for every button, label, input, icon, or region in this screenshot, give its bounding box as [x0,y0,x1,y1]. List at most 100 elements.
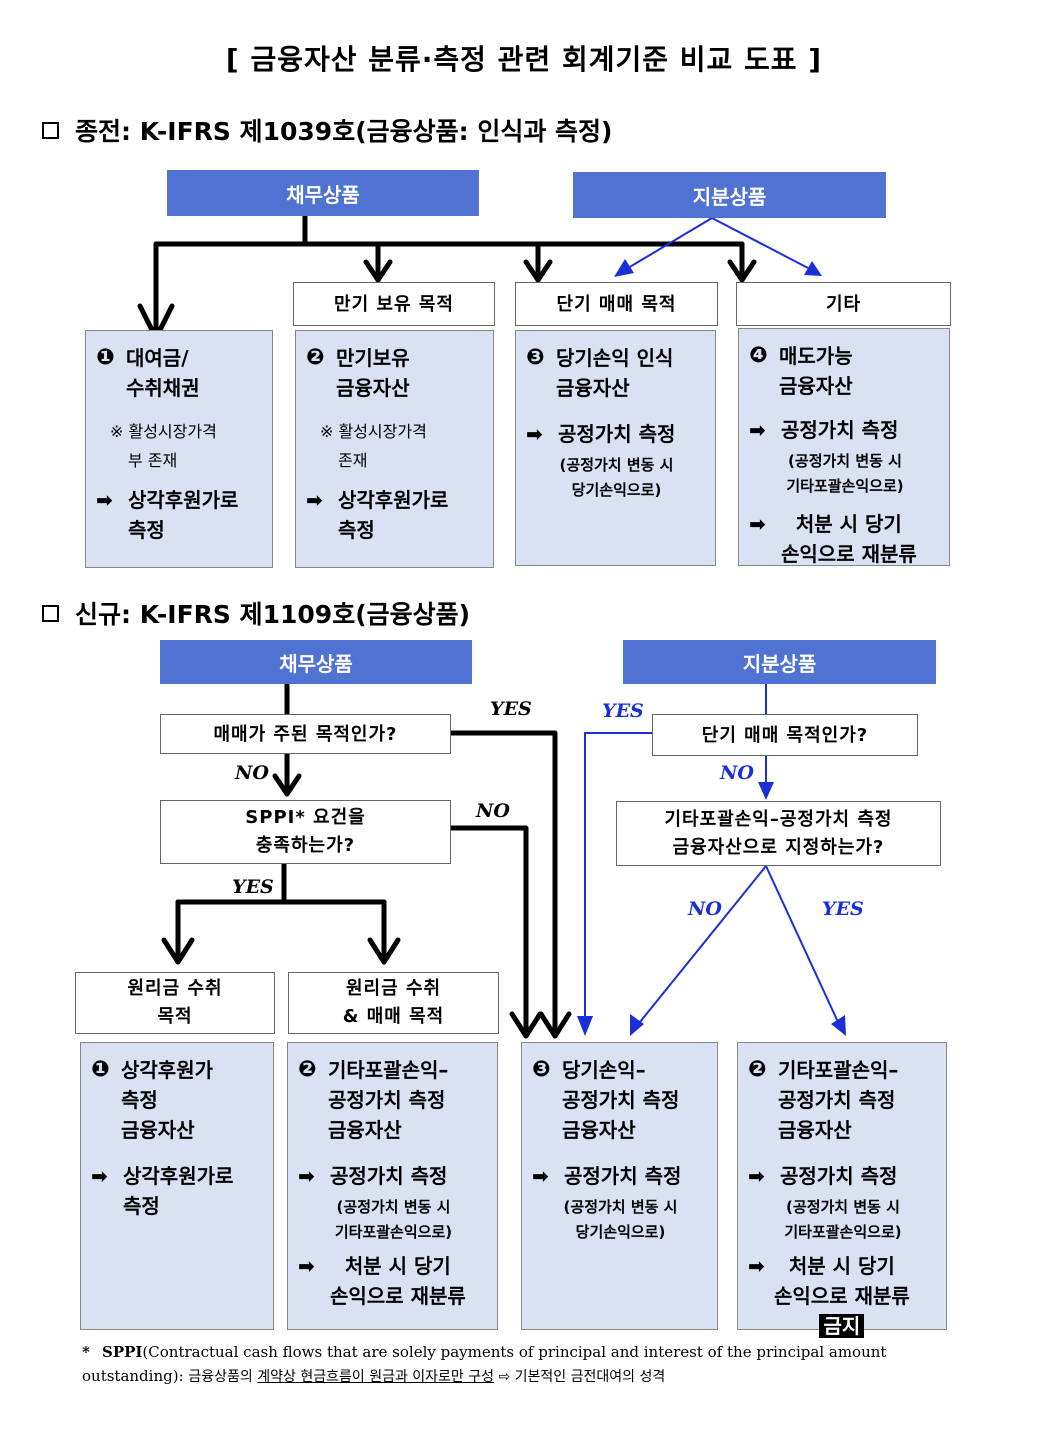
category-measure: 측정 [123,1194,160,1218]
prohibited-badge: 금지 [819,1314,865,1338]
page-title: [ 금융자산 분류·측정 관련 회계기준 비교 도표 ] [225,43,823,76]
category-measure: 공정가치 측정 [330,1164,448,1188]
right-arrow-icon: ➡ [306,488,323,512]
label-no: NO [476,800,510,822]
old-section-heading-text: 종전: K-IFRS 제1039호(금융상품: 인식과 측정) [75,117,613,146]
question-sppi-line: 충족하는가? [255,835,356,856]
category-reclass: 처분 시 당기 [788,1254,895,1278]
category-note: ※ 활성시장가격 [110,422,217,441]
category-measure: 공정가치 측정 [780,1164,898,1188]
checkbox-icon [42,121,59,139]
number-4-icon: ❹ [749,343,768,368]
footnote: *SPPI(Contractual cash flows that are so… [82,1340,948,1389]
right-arrow-icon: ➡ [749,418,766,442]
category-reclass: 손익으로 재분류 [774,1284,910,1308]
question-trading-purpose: 매매가 주된 목적인가? [160,714,451,754]
category-title-line: 공정가치 측정 [562,1088,680,1112]
model-collect-and-sell: 원리금 수취 & 매매 목적 [288,972,499,1034]
question-short-term-trading: 단기 매매 목적인가? [652,714,918,756]
model-line: 목적 [157,1006,193,1027]
right-arrow-icon: ➡ [96,488,113,512]
label-yes: YES [822,898,864,920]
right-arrow-icon: ➡ [526,422,543,446]
label-no: NO [235,762,269,784]
category-measure: 측정 [128,518,165,542]
question-fvoci-line: 기타포괄손익–공정가치 측정 [664,808,893,830]
category-title-line: 대여금/ [126,346,189,370]
category-title-line: 당기손익 인식 [556,346,674,370]
category-title-line: 수취채권 [126,376,200,400]
category-note: 부 존재 [128,451,178,470]
category-measure: 공정가치 측정 [564,1164,682,1188]
category-title-line: 만기보유 [336,346,410,370]
footnote-english: (Contractual cash flows that are solely … [82,1343,887,1385]
category-title-line: 금융자산 [328,1118,402,1142]
question-sppi-line: SPPI* 요건을 [245,807,366,828]
footnote-underlined: 계약상 현금흐름이 원금과 이자로만 구성 [257,1369,495,1385]
category-note: 존재 [338,451,368,470]
category-reclass: 손익으로 재분류 [330,1284,466,1308]
category-subnote: 당기손익으로) [575,1223,666,1241]
right-arrow-icon: ➡ [748,1254,765,1278]
question-fvoci-line: 금융자산으로 지정하는가? [672,836,885,858]
category-measure: 측정 [338,518,375,542]
number-2-icon: ❷ [306,345,325,370]
category-subnote: 기타포괄손익으로) [786,477,904,495]
checkbox-icon [42,604,59,622]
category-title-line: 기타포괄손익– [778,1058,899,1082]
old-section-heading: 종전: K-IFRS 제1039호(금융상품: 인식과 측정) [42,112,612,148]
right-arrow-icon: ➡ [532,1164,549,1188]
right-arrow-icon: ➡ [749,512,766,536]
label-yes: YES [232,876,274,898]
category-note: ※ 활성시장가격 [320,422,427,441]
old-debt-header: 채무상품 [167,170,479,216]
category-title-line: 금융자산 [336,376,410,400]
category-reclass: 처분 시 당기 [795,512,902,536]
label-yes: YES [490,698,532,720]
category-subnote: 기타포괄손익으로) [334,1223,453,1241]
model-line: 원리금 수취 [345,978,442,999]
right-arrow-icon: ➡ [298,1254,315,1278]
question-fvoci-designation: 기타포괄손익–공정가치 측정 금융자산으로 지정하는가? [616,801,941,866]
category-title-line: 금융자산 [778,1118,852,1142]
old-equity-header: 지분상품 [573,172,886,218]
category-title-line: 매도가능 [779,344,853,368]
label-no: NO [720,762,754,784]
category-title-line: 금융자산 [779,374,853,398]
category-subnote: 기타포괄손익으로) [784,1223,902,1241]
model-line: & 매매 목적 [342,1006,445,1027]
label-yes: YES [602,700,644,722]
old-blue-connectors [614,217,822,277]
footnote-star: * [82,1343,90,1361]
new-debt-header: 채무상품 [160,640,472,684]
category-title-line: 당기손익– [562,1058,646,1082]
category-title-line: 금융자산 [556,376,630,400]
category-subnote: (공정가치 변동 시 [563,1198,678,1216]
category-subnote: (공정가치 변동 시 [788,452,902,470]
footnote-korean: 금융상품의 [188,1369,258,1385]
category-title-line: 기타포괄손익– [328,1058,449,1082]
footnote-korean-tail: ⇨ 기본적인 금전대여의 성격 [494,1369,666,1385]
category-measure: 상각후원가로 [123,1164,234,1188]
question-sppi: SPPI* 요건을 충족하는가? [160,800,451,864]
right-arrow-icon: ➡ [298,1164,315,1188]
number-1-icon: ❶ [96,345,115,370]
old-purpose-other: 기타 [736,282,951,326]
category-title-line: 금융자산 [121,1118,195,1142]
category-subnote: 당기손익으로) [571,481,662,499]
new-section-heading: 신규: K-IFRS 제1109호(금융상품) [42,595,470,631]
new-section-heading-text: 신규: K-IFRS 제1109호(금융상품) [75,600,471,629]
category-subnote: (공정가치 변동 시 [559,456,674,474]
right-arrow-icon: ➡ [748,1164,765,1188]
category-subnote: (공정가치 변동 시 [786,1198,900,1216]
category-title-line: 측정 [121,1088,158,1112]
old-purpose-trading: 단기 매매 목적 [515,282,718,326]
category-title-line: 상각후원가 [121,1058,213,1082]
